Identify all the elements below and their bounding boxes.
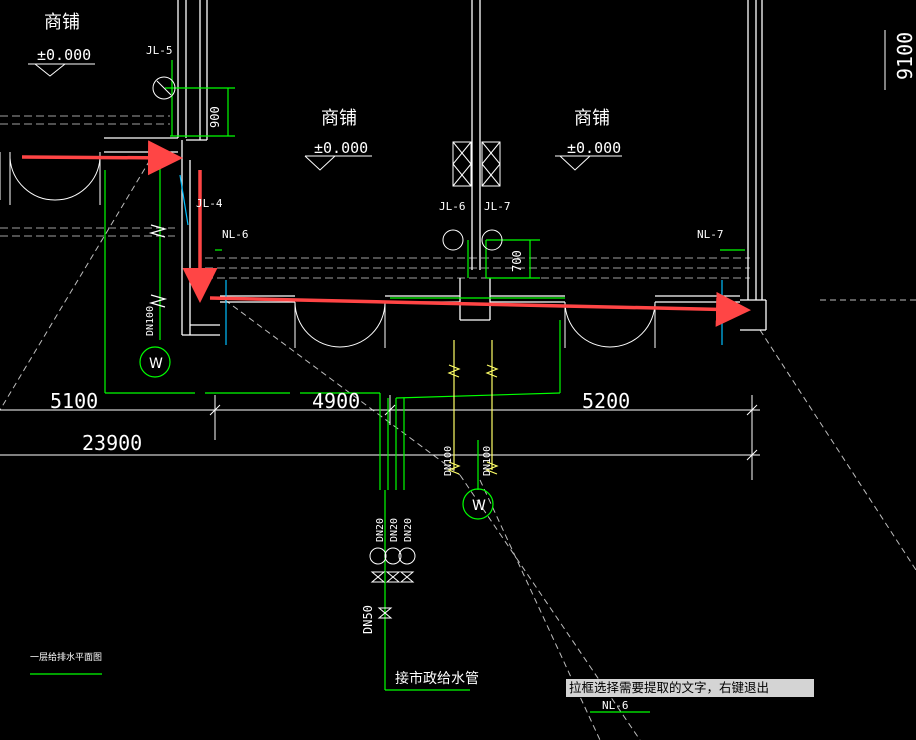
diagonal-boundary-lines (0, 159, 916, 740)
pipe-size-mid-1: DN100 (443, 446, 454, 476)
dim-23900: 23900 (82, 431, 142, 455)
meter-label-center: W (472, 498, 486, 514)
dim-900: 900 (208, 106, 222, 128)
building-walls (104, 0, 767, 336)
dashed-beam-lines (0, 115, 750, 279)
room-name-1: 商铺 (44, 12, 80, 33)
room-elevation-1: ±0.000 (37, 46, 91, 64)
riser-symbols (152, 76, 503, 251)
tag-jl6: JL-6 (439, 200, 466, 213)
tag-nl7: NL-7 (697, 228, 724, 241)
room-elevation-2: ±0.000 (314, 139, 368, 157)
tag-nl6: NL-6 (222, 228, 249, 241)
pipe-size-dn50: DN50 (361, 605, 375, 634)
pipe-size-dn20-a: DN20 (375, 518, 386, 542)
tag-jl7: JL-7 (484, 200, 511, 213)
elevation-markers (28, 63, 622, 171)
yellow-pipes (148, 224, 499, 475)
drawing-title: 一层给排水平面图 (30, 651, 102, 663)
dimension-lines (0, 30, 886, 480)
annotation-arrows (21, 140, 751, 327)
room-elevation-3: ±0.000 (567, 139, 621, 157)
dim-4900: 4900 (312, 389, 360, 413)
pipe-size-dn20-c: DN20 (403, 518, 414, 542)
dim-5200: 5200 (582, 389, 630, 413)
doors (0, 152, 656, 348)
pipe-size-left: DN100 (145, 306, 156, 336)
tag-jl5: JL-5 (146, 44, 173, 57)
municipal-water-label: 接市政给水管 (395, 670, 479, 687)
meter-label-left: W (149, 356, 163, 372)
fixtures-top (452, 141, 501, 187)
tag-jl4: JL-4 (196, 197, 223, 210)
command-tooltip: 拉框选择需要提取的文字，右键退出 (566, 679, 814, 697)
valve-group (369, 547, 416, 619)
green-pipes (30, 60, 745, 713)
dim-700: 700 (510, 250, 524, 272)
water-meters (139, 346, 494, 520)
room-name-2: 商铺 (321, 108, 357, 129)
dim-5100: 5100 (50, 389, 98, 413)
dim-9100: 9100 (893, 32, 916, 80)
pipe-size-mid-2: DN100 (482, 446, 493, 476)
room-name-3: 商铺 (574, 108, 610, 129)
tag-nl6-bottom: NL-6 (602, 699, 629, 712)
pipe-size-dn20-b: DN20 (389, 518, 400, 542)
